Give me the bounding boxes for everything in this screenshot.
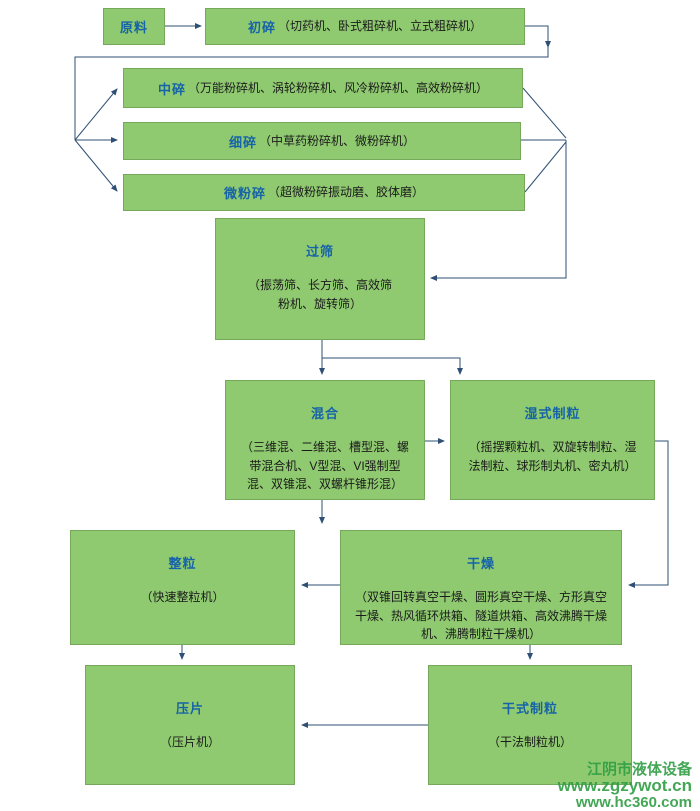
node-title: 干燥 — [466, 556, 495, 571]
node-title: 压片 — [175, 701, 204, 716]
node-detail: （压片机） — [159, 735, 220, 749]
node-primary-crushing: 初碎 （切药机、卧式粗碎机、立式粗碎机） — [205, 8, 525, 45]
node-title: 混合 — [310, 406, 339, 421]
node-granule-sizing: 整粒 （快速整粒机） — [70, 530, 295, 645]
node-title: 初碎 — [247, 20, 276, 35]
node-title: 中碎 — [157, 81, 186, 97]
node-title: 原料 — [119, 20, 148, 35]
watermark-company: 江阴市液体设备 — [586, 760, 692, 778]
watermark-url-secondary: www.hc360.com — [575, 794, 692, 811]
node-title: 微粉碎 — [223, 186, 266, 201]
node-detail: （双锥回转真空干燥、圆形真空干燥、方形真空干燥、热风循环烘箱、隧道烘箱、高效沸腾… — [354, 590, 607, 642]
watermark: 江阴市液体设备 www.zgzywot.cn www.hc360.com — [557, 760, 692, 811]
node-detail: （三维混、二维混、槽型混、螺带混合机、V型混、VI强制型混、双锥混、双螺杆锥形混… — [240, 440, 409, 492]
node-detail: （切药机、卧式粗碎机、立式粗碎机） — [278, 19, 483, 34]
node-wet-granulation: 湿式制粒 （摇摆颗粒机、双旋转制粒、湿法制粒、球形制丸机、密丸机） — [450, 380, 655, 500]
node-medium-crushing: 中碎 （万能粉碎机、涡轮粉碎机、风冷粉碎机、高效粉碎机） — [123, 68, 523, 108]
node-mixing: 混合 （三维混、二维混、槽型混、螺带混合机、V型混、VI强制型混、双锥混、双螺杆… — [225, 380, 425, 500]
node-detail: （快速整粒机） — [140, 590, 225, 604]
node-fine-crushing: 细碎 （中草药粉碎机、微粉碎机） — [123, 122, 521, 160]
node-detail: （中草药粉碎机、微粉碎机） — [259, 133, 416, 148]
node-detail: （摇摆颗粒机、双旋转制粒、湿法制粒、球形制丸机、密丸机） — [468, 440, 637, 473]
node-title: 过筛 — [305, 244, 334, 259]
node-tableting: 压片 （压片机） — [85, 665, 295, 785]
watermark-url-primary: www.zgzywot.cn — [557, 776, 692, 796]
node-micro-crushing: 微粉碎 （超微粉碎振动磨、胶体磨） — [123, 174, 525, 211]
node-drying: 干燥 （双锥回转真空干燥、圆形真空干燥、方形真空干燥、热风循环烘箱、隧道烘箱、高… — [340, 530, 622, 645]
node-detail: （干法制粒机） — [487, 735, 572, 749]
node-detail: （万能粉碎机、涡轮粉碎机、风冷粉碎机、高效粉碎机） — [188, 80, 489, 95]
node-title: 细碎 — [228, 134, 257, 150]
node-raw-material: 原料 — [103, 8, 165, 45]
node-dry-granulation: 干式制粒 （干法制粒机） — [428, 665, 632, 785]
node-detail: （振荡筛、长方筛、高效筛粉机、旋转筛） — [247, 278, 392, 311]
node-title: 整粒 — [168, 556, 197, 571]
node-title: 湿式制粒 — [524, 406, 581, 421]
node-title: 干式制粒 — [501, 701, 558, 716]
node-detail: （超微粉碎振动磨、胶体磨） — [268, 185, 425, 200]
node-sieving: 过筛 （振荡筛、长方筛、高效筛粉机、旋转筛） — [215, 218, 425, 340]
